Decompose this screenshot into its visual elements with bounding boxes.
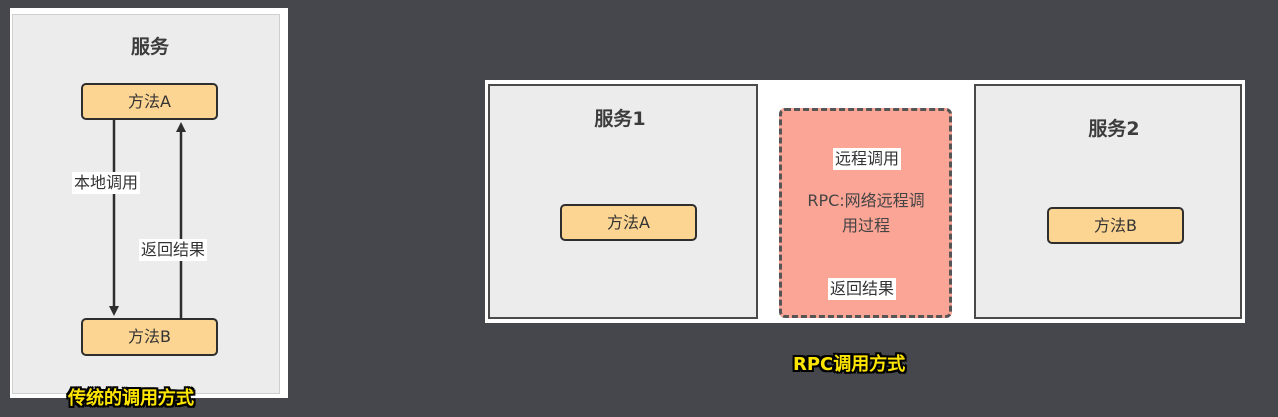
rpc-label-line1: RPC:网络远程调 <box>807 191 925 210</box>
service1-container <box>488 84 758 319</box>
rpc-method-a-box: 方法A <box>560 204 697 241</box>
return-result-label: 返回结果 <box>139 239 208 261</box>
rpc-return-label: 返回结果 <box>828 278 897 300</box>
rpc-network-box <box>779 108 952 318</box>
rpc-method-b-box: 方法B <box>1047 207 1184 244</box>
local-call-label: 本地调用 <box>72 172 141 194</box>
rpc-label-line2: 用过程 <box>841 216 890 235</box>
remote-call-label: 远程调用 <box>833 148 902 170</box>
rpc-network-label: RPC:网络远程调 用过程 <box>782 188 950 238</box>
service2-container <box>974 84 1242 319</box>
service1-title: 服务1 <box>594 108 646 130</box>
service-title: 服务 <box>130 36 169 58</box>
method-a-box: 方法A <box>81 83 218 120</box>
method-b-box: 方法B <box>81 318 218 356</box>
rpc-caption: RPC调用方式 <box>793 354 906 375</box>
traditional-diagram-panel <box>10 8 288 398</box>
traditional-caption: 传统的调用方式 <box>68 388 194 409</box>
service2-title: 服务2 <box>1088 118 1140 140</box>
